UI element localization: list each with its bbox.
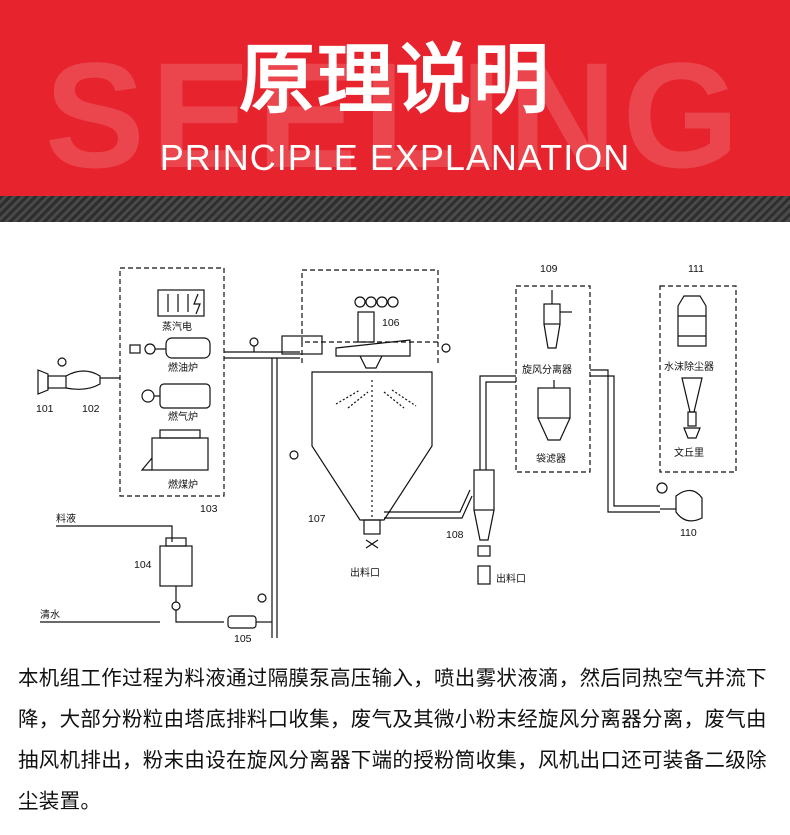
number-106: 106 xyxy=(382,317,400,329)
steam-electric-icon xyxy=(157,289,205,317)
separator-group-box xyxy=(515,285,591,473)
principle-description: 本机组工作过程为料液通过隔膜泵高压输入，喷出雾状液滴，然后同热空气并流下降，大部… xyxy=(18,666,767,813)
number-108: 108 xyxy=(446,529,464,541)
label-venturi: 文丘里 xyxy=(674,446,704,459)
number-103: 103 xyxy=(200,503,218,515)
number-110: 110 xyxy=(680,527,697,539)
label-oil-furnace: 燃油炉 xyxy=(168,361,198,374)
label-feed-liquid: 料液 xyxy=(56,512,76,525)
label-water-dust-remover: 水沫除尘器 xyxy=(664,360,714,373)
process-flow-diagram: 蒸汽电 燃油炉 燃气炉 燃煤炉 103 101 102 xyxy=(36,263,737,645)
number-104: 104 xyxy=(134,559,152,571)
spray-tower xyxy=(311,371,433,549)
number-111: 111 xyxy=(688,263,704,275)
label-clean-water: 清水 xyxy=(40,608,60,621)
number-105: 105 xyxy=(234,633,252,645)
page-subtitle: PRINCIPLE EXPLANATION xyxy=(159,137,631,178)
atomizer-icon xyxy=(335,296,411,369)
tower-dashed-box xyxy=(301,269,439,343)
heater-group-box xyxy=(119,267,225,497)
hatched-divider xyxy=(0,196,790,222)
number-109: 109 xyxy=(540,263,558,275)
label-outlet-1: 出料口 xyxy=(350,566,380,579)
label-bag-filter: 袋滤器 xyxy=(536,452,566,465)
fan-icon xyxy=(37,357,101,395)
number-107: 107 xyxy=(308,513,326,525)
exhaust-fan-icon xyxy=(656,482,703,522)
label-gas-furnace: 燃气炉 xyxy=(168,410,198,423)
coal-furnace-icon xyxy=(140,429,209,471)
water-dust-remover-icon xyxy=(677,295,707,347)
label-outlet-2: 出料口 xyxy=(496,572,526,585)
label-steam-elec: 蒸汽电 xyxy=(162,320,192,333)
page-title: 原理说明 xyxy=(239,35,551,124)
feed-tank-104 xyxy=(159,537,193,611)
cyclone-109 xyxy=(543,290,572,349)
title-banner: SEELING 原理说明 PRINCIPLE EXPLANATION xyxy=(0,0,790,196)
number-101: 101 xyxy=(36,403,54,415)
number-102: 102 xyxy=(82,403,100,415)
brand-watermark: SEELING xyxy=(44,31,746,196)
label-coal-furnace: 燃煤炉 xyxy=(168,478,198,491)
bag-filter-icon xyxy=(537,380,571,441)
dust-remover-group-box xyxy=(659,285,737,473)
venturi-icon xyxy=(681,377,703,439)
oil-furnace-icon xyxy=(129,337,211,359)
label-cyclone-separator: 旋风分离器 xyxy=(522,363,572,376)
cyclone-108 xyxy=(473,469,495,585)
gas-furnace-icon xyxy=(141,383,211,409)
filter-105 xyxy=(227,615,257,629)
